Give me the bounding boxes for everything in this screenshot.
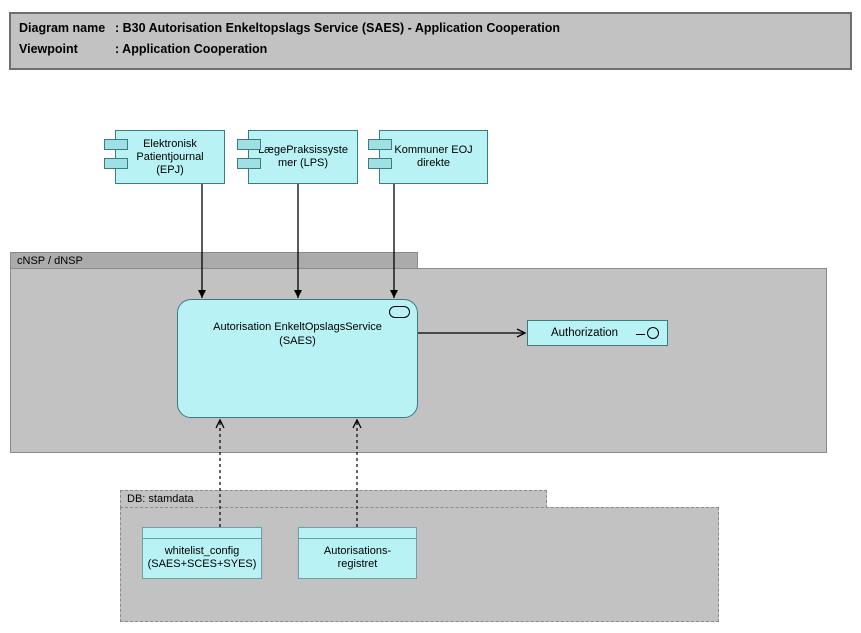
component-kommuner-eoj-label: Kommuner EOJ direkte [394, 144, 473, 169]
data-object-top-band [143, 528, 261, 539]
component-module-icon [368, 139, 392, 150]
interface-circle-icon [647, 327, 659, 339]
component-module-icon [368, 158, 392, 169]
group-cnsp-dnsp-label: cNSP / dNSP [17, 254, 83, 267]
viewpoint-value: : Application Cooperation [115, 42, 268, 56]
service-saes-label: Autorisation EnkeltOpslagsService (SAES) [213, 321, 382, 347]
data-object-whitelist-config-label: whitelist_config (SAES+SCES+SYES) [147, 544, 257, 571]
component-module-icon [237, 158, 261, 169]
group-db-stamdata-label: DB: stamdata [127, 493, 194, 505]
component-module-icon [104, 139, 128, 150]
component-module-icon [237, 139, 261, 150]
title-block: Diagram name : B30 Autorisation Enkeltop… [9, 12, 852, 70]
title-row-viewpoint: Viewpoint : Application Cooperation [19, 39, 842, 60]
group-cnsp-dnsp-header[interactable]: cNSP / dNSP [10, 252, 418, 269]
interface-lollipop-icon [636, 333, 645, 335]
service-saes[interactable]: Autorisation EnkeltOpslagsService (SAES) [177, 299, 418, 418]
component-lps[interactable]: LægePraksissyste mer (LPS) [237, 130, 358, 184]
diagram-name-label: Diagram name [19, 21, 106, 35]
data-object-top-band [299, 528, 416, 539]
data-object-autorisationsregistret-label: Autorisations- registret [323, 544, 392, 571]
component-module-icon [104, 158, 128, 169]
interface-authorization[interactable]: Authorization [527, 320, 668, 346]
component-kommuner-eoj[interactable]: Kommuner EOJ direkte [368, 130, 488, 184]
component-epj-label: Elektronisk Patientjournal (EPJ) [136, 137, 204, 176]
data-object-autorisationsregistret[interactable]: Autorisations- registret [298, 527, 417, 579]
viewpoint-label: Viewpoint [19, 42, 78, 56]
diagram-name-value: : B30 Autorisation Enkeltopslags Service… [115, 21, 560, 35]
group-cnsp-dnsp-body[interactable] [10, 268, 827, 453]
title-row-diagram-name: Diagram name : B30 Autorisation Enkeltop… [19, 18, 842, 39]
data-object-whitelist-config[interactable]: whitelist_config (SAES+SCES+SYES) [142, 527, 262, 579]
group-db-stamdata-header[interactable]: DB: stamdata [120, 490, 547, 508]
interface-authorization-label: Authorization [550, 327, 619, 339]
component-lps-label: LægePraksissyste mer (LPS) [258, 144, 348, 169]
component-epj[interactable]: Elektronisk Patientjournal (EPJ) [104, 130, 225, 184]
application-service-icon [389, 306, 410, 318]
